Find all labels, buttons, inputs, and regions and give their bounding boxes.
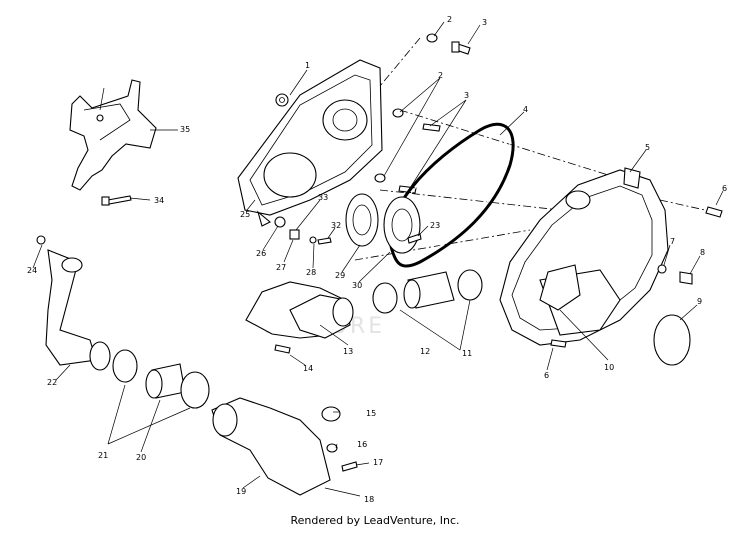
plug-8 xyxy=(679,271,693,285)
callout-5: 5 xyxy=(645,143,650,152)
callout-3a: 3 xyxy=(482,18,487,27)
callout-14: 14 xyxy=(303,364,313,373)
bolt-33 xyxy=(101,195,132,206)
gasket-9 xyxy=(653,314,691,366)
callout-27: 28 xyxy=(306,268,316,277)
callout-6b: 6 xyxy=(544,371,549,380)
callout-34: 35 xyxy=(180,125,190,134)
washers-2 xyxy=(374,33,438,183)
footer-credit: Rendered by LeadVenture, Inc. xyxy=(290,514,460,527)
washer-7 xyxy=(657,264,667,274)
assembly-axis-lines xyxy=(259,37,706,261)
drive-pulley-29 xyxy=(383,196,421,254)
callout-16: 16 xyxy=(357,440,367,449)
callout-20: 20 xyxy=(136,453,146,462)
leader-lines xyxy=(32,21,724,497)
duct-19 xyxy=(211,397,331,496)
bracket-34 xyxy=(69,79,157,191)
seal-28 xyxy=(345,193,379,247)
washer-1 xyxy=(275,93,289,107)
small-hardware-25-27 xyxy=(274,216,332,245)
callout-labels: 1 2 2 3 3 23 4 5 6 6 7 8 9 10 11 12 13 1… xyxy=(27,15,727,504)
clamps-21 xyxy=(89,341,210,409)
callout-4: 4 xyxy=(523,105,528,114)
callout-30: 23 xyxy=(430,221,440,230)
callout-12: 12 xyxy=(420,347,430,356)
screw-30 xyxy=(407,233,422,244)
boot-20 xyxy=(145,363,186,399)
callout-15: 15 xyxy=(366,409,376,418)
callout-19: 19 xyxy=(236,487,246,496)
tube-12 xyxy=(403,271,455,309)
screw-23 xyxy=(36,235,46,245)
callout-2b: 2 xyxy=(438,71,443,80)
callout-25: 26 xyxy=(256,249,266,258)
callout-24: 25 xyxy=(240,210,250,219)
intake-22 xyxy=(45,249,97,366)
clamp-11 xyxy=(372,269,483,314)
screws-6 xyxy=(550,206,723,348)
inner-cover-24 xyxy=(237,59,383,227)
callout-26: 27 xyxy=(276,263,286,272)
screw-17 xyxy=(341,461,358,472)
screw-14 xyxy=(274,344,291,354)
bolts-3 xyxy=(398,41,471,194)
callout-18: 18 xyxy=(364,495,374,504)
callout-28: 29 xyxy=(335,271,345,280)
callout-2a: 2 xyxy=(447,15,452,24)
callout-17: 17 xyxy=(373,458,383,467)
callout-13: 13 xyxy=(343,347,353,356)
callout-1: 1 xyxy=(305,61,310,70)
callout-9: 9 xyxy=(697,297,702,306)
duct-13 xyxy=(245,281,354,339)
callout-3b: 3 xyxy=(464,91,469,100)
callout-31: 32 xyxy=(331,221,341,230)
callout-8: 8 xyxy=(700,248,705,257)
callout-32: 33 xyxy=(318,193,328,202)
outer-cover-5 xyxy=(499,167,669,346)
callout-7: 7 xyxy=(670,237,675,246)
callout-22: 22 xyxy=(47,378,57,387)
callout-33: 34 xyxy=(154,196,164,205)
callout-6a: 6 xyxy=(722,184,727,193)
callout-23: 24 xyxy=(27,266,37,275)
washer-16 xyxy=(326,443,338,453)
callout-11: 11 xyxy=(462,349,472,358)
callout-10: 10 xyxy=(604,363,614,372)
gasket-15 xyxy=(321,406,341,422)
callout-29: 30 xyxy=(352,281,362,290)
callout-21: 21 xyxy=(98,451,108,460)
drive-belt-4 xyxy=(388,122,515,268)
